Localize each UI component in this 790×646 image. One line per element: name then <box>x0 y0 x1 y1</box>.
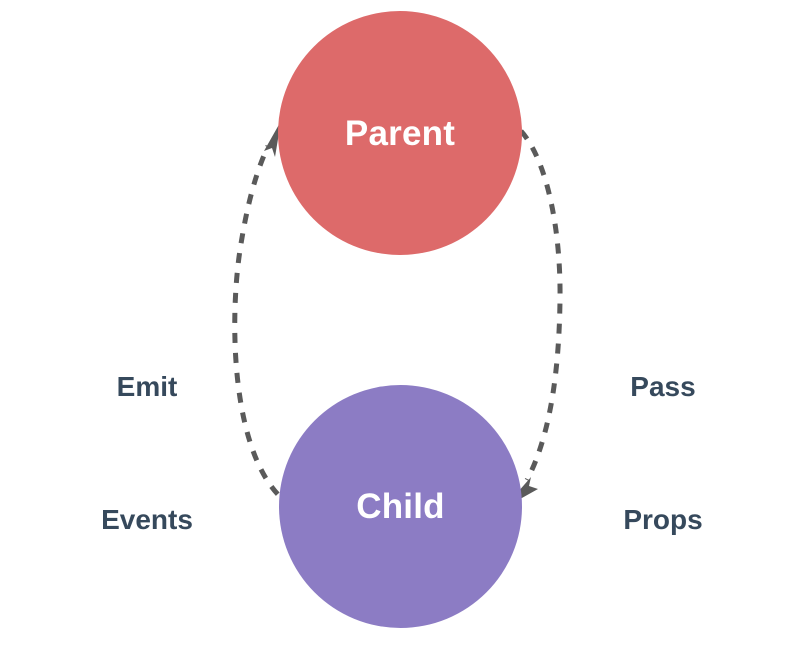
edge-emit-events-path <box>232 144 295 510</box>
edge-label-emit-events: Emit Events <box>62 277 232 631</box>
arrowhead-icon <box>264 121 281 157</box>
edge-pass-props-path <box>519 129 563 482</box>
edge-label-pass-props: Pass Props <box>578 277 748 631</box>
edge-label-emit-events-line1: Emit <box>116 371 178 403</box>
edge-pass-props <box>504 129 563 508</box>
node-child-label: Child <box>356 487 445 526</box>
edge-label-pass-props-line2: Props <box>623 504 703 536</box>
edge-label-emit-events-line2: Events <box>101 504 193 536</box>
node-parent-label: Parent <box>344 113 456 153</box>
edge-emit-events <box>232 121 295 510</box>
edge-label-pass-props-line1: Pass <box>630 371 696 403</box>
node-child[interactable]: Child <box>279 385 522 628</box>
node-parent[interactable]: Parent <box>278 11 522 255</box>
